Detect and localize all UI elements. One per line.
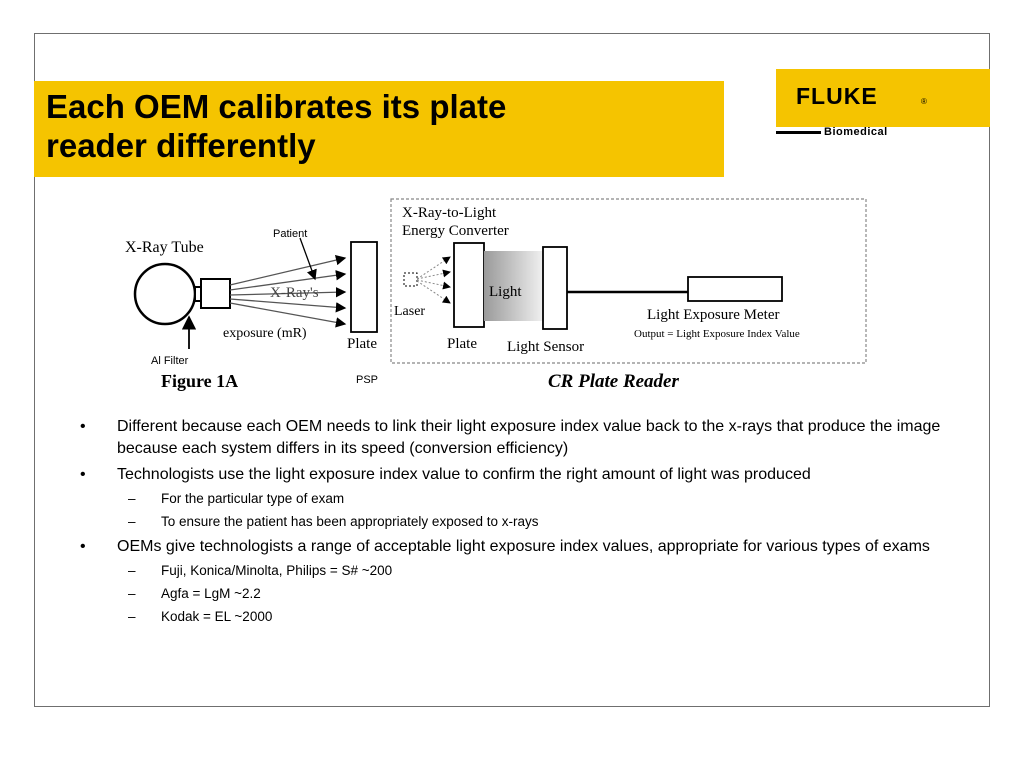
dash-marker: –	[128, 609, 136, 624]
cr-reader-box	[390, 198, 867, 364]
sub-list-item: – Agfa = LgM ~2.2	[80, 585, 960, 603]
plate-left-rect	[350, 241, 378, 333]
psp-label: PSP	[356, 374, 378, 386]
dash-marker: –	[128, 563, 136, 578]
bullet-marker: •	[80, 418, 86, 435]
collimator-box	[200, 278, 231, 309]
cr-diagram-svg: X-Ray Tube Patient X-Ray's exposure (mR)…	[125, 198, 867, 392]
xray-tube-circle	[133, 262, 197, 326]
bullet-text: Technologists use the light exposure ind…	[117, 466, 811, 483]
list-item: • Technologists use the light exposure i…	[80, 464, 960, 531]
list-item: • Different because each OEM needs to li…	[80, 416, 960, 460]
sub-bullet-text: For the particular type of exam	[161, 491, 345, 506]
dash-marker: –	[128, 514, 136, 529]
light-sensor-label: Light Sensor	[507, 339, 584, 355]
sub-bullet-text: Agfa = LgM ~2.2	[161, 586, 261, 601]
converter-label-line2: Energy Converter	[402, 223, 509, 239]
xray-beam	[229, 287, 347, 298]
xray-beam	[229, 255, 347, 286]
bullet-text: Different because each OEM needs to link…	[117, 418, 941, 457]
title-bar: Each OEM calibrates its plate reader dif…	[34, 81, 724, 177]
patient-label: Patient	[273, 228, 307, 240]
sub-list: – Fuji, Konica/Minolta, Philips = S# ~20…	[80, 562, 960, 626]
laser-box	[403, 272, 418, 287]
sub-bullet-text: Fuji, Konica/Minolta, Philips = S# ~200	[161, 563, 393, 578]
sub-list-item: – Fuji, Konica/Minolta, Philips = S# ~20…	[80, 562, 960, 580]
bullet-text: OEMs give technologists a range of accep…	[117, 538, 930, 555]
plate-right-label: Plate	[447, 336, 477, 352]
light-sensor-rect	[542, 246, 568, 330]
logo-brand: FLUKE	[796, 83, 878, 109]
sub-list-item: – For the particular type of exam	[80, 490, 960, 508]
dash-marker: –	[128, 491, 136, 506]
logo-registered-mark: ®	[921, 97, 927, 106]
bullet-marker: •	[80, 538, 86, 555]
slide-title: Each OEM calibrates its plate reader dif…	[46, 87, 724, 165]
meter-label: Light Exposure Meter	[647, 307, 779, 323]
cr-reader-label: CR Plate Reader	[548, 371, 679, 392]
sub-list-item: – Kodak = EL ~2000	[80, 608, 960, 626]
figure-label: Figure 1A	[161, 371, 238, 391]
light-exposure-meter	[687, 276, 783, 302]
bullet-marker: •	[80, 466, 86, 483]
dash-marker: –	[128, 586, 136, 601]
exposure-label: exposure (mR)	[223, 326, 307, 341]
sub-list: – For the particular type of exam – To e…	[80, 490, 960, 531]
al-filter-label: Al Filter	[151, 355, 189, 367]
xray-tube-label: X-Ray Tube	[125, 239, 204, 256]
title-line-2: reader differently	[46, 127, 316, 164]
logo-background	[776, 69, 990, 127]
laser-beam	[416, 256, 451, 280]
slide-frame	[34, 33, 990, 707]
title-line-1: Each OEM calibrates its plate	[46, 88, 507, 125]
logo-rule	[776, 131, 821, 134]
plate-left-label: Plate	[347, 336, 377, 352]
xrays-label: X-Ray's	[270, 285, 319, 301]
list-item: • OEMs give technologists a range of acc…	[80, 536, 960, 626]
plate-right-rect	[453, 242, 485, 328]
patient-pointer-arrow	[299, 237, 317, 281]
sub-bullet-text: To ensure the patient has been appropria…	[161, 514, 539, 529]
meter-output-label: Output = Light Exposure Index Value	[634, 328, 800, 340]
xray-beam	[229, 270, 347, 291]
sub-bullet-text: Kodak = EL ~2000	[161, 609, 273, 624]
laser-label: Laser	[394, 304, 425, 319]
laser-beam	[416, 279, 451, 290]
xray-beam	[229, 298, 347, 313]
xray-beam	[229, 302, 347, 328]
bullet-list: • Different because each OEM needs to li…	[80, 416, 960, 631]
laser-beam	[416, 280, 451, 304]
light-region	[484, 251, 543, 321]
converter-label-line1: X-Ray-to-Light	[402, 205, 497, 221]
sub-list-item: – To ensure the patient has been appropr…	[80, 513, 960, 531]
cr-diagram: X-Ray Tube Patient X-Ray's exposure (mR)…	[115, 195, 875, 398]
light-label: Light	[489, 284, 522, 300]
logo-subtitle: Biomedical	[824, 126, 888, 138]
laser-beam	[416, 269, 451, 280]
